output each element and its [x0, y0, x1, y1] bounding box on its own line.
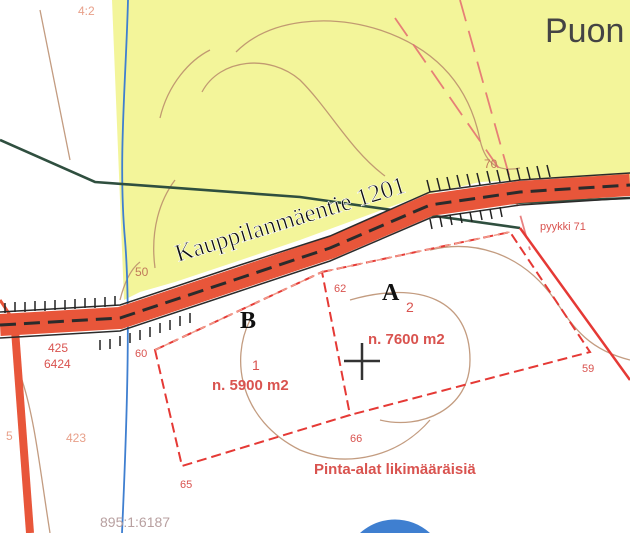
parcel-outlines: [153, 230, 592, 468]
parcel-2-number: 2: [406, 299, 414, 315]
left-label-423: 423: [66, 431, 86, 445]
point-66: 66: [350, 433, 362, 445]
left-label-5: 5: [6, 429, 13, 443]
parcel-letter-a: A: [382, 280, 400, 306]
place-name: Puon: [545, 12, 624, 50]
main-road: [0, 164, 630, 350]
left-label-425: 425: [48, 341, 68, 355]
road-boundary-dashed: [154, 231, 511, 351]
point-62: 62: [334, 283, 346, 295]
point-60: 60: [135, 348, 147, 360]
point-65: 65: [180, 479, 192, 491]
parcel-1-area: n. 5900 m2: [212, 377, 289, 394]
corner-label: 4:2: [78, 4, 95, 18]
side-road: [11, 329, 34, 533]
stream: [121, 0, 129, 533]
parcel-letter-b: B: [240, 308, 256, 334]
property-line: [518, 227, 630, 381]
contour-label-50: 50: [135, 265, 149, 279]
left-label-6424: 6424: [44, 357, 71, 371]
property-code: 895:1:6187: [100, 514, 170, 530]
area-note: Pinta-alat likimääräisiä: [314, 461, 476, 478]
yellow-field-area: [112, 0, 630, 300]
contour-label-70: 70: [484, 157, 498, 171]
parcel-1-number: 1: [252, 357, 260, 373]
parcel-2-outline: [321, 230, 592, 416]
point-59: 59: [582, 363, 594, 375]
dashed-plan-lines: [394, 0, 531, 251]
parcel-2-area: n. 7600 m2: [368, 331, 445, 348]
boundary-marker-label: pyykki 71: [540, 221, 586, 233]
crosshair-icon: [344, 343, 380, 380]
water-edge: [360, 519, 430, 533]
